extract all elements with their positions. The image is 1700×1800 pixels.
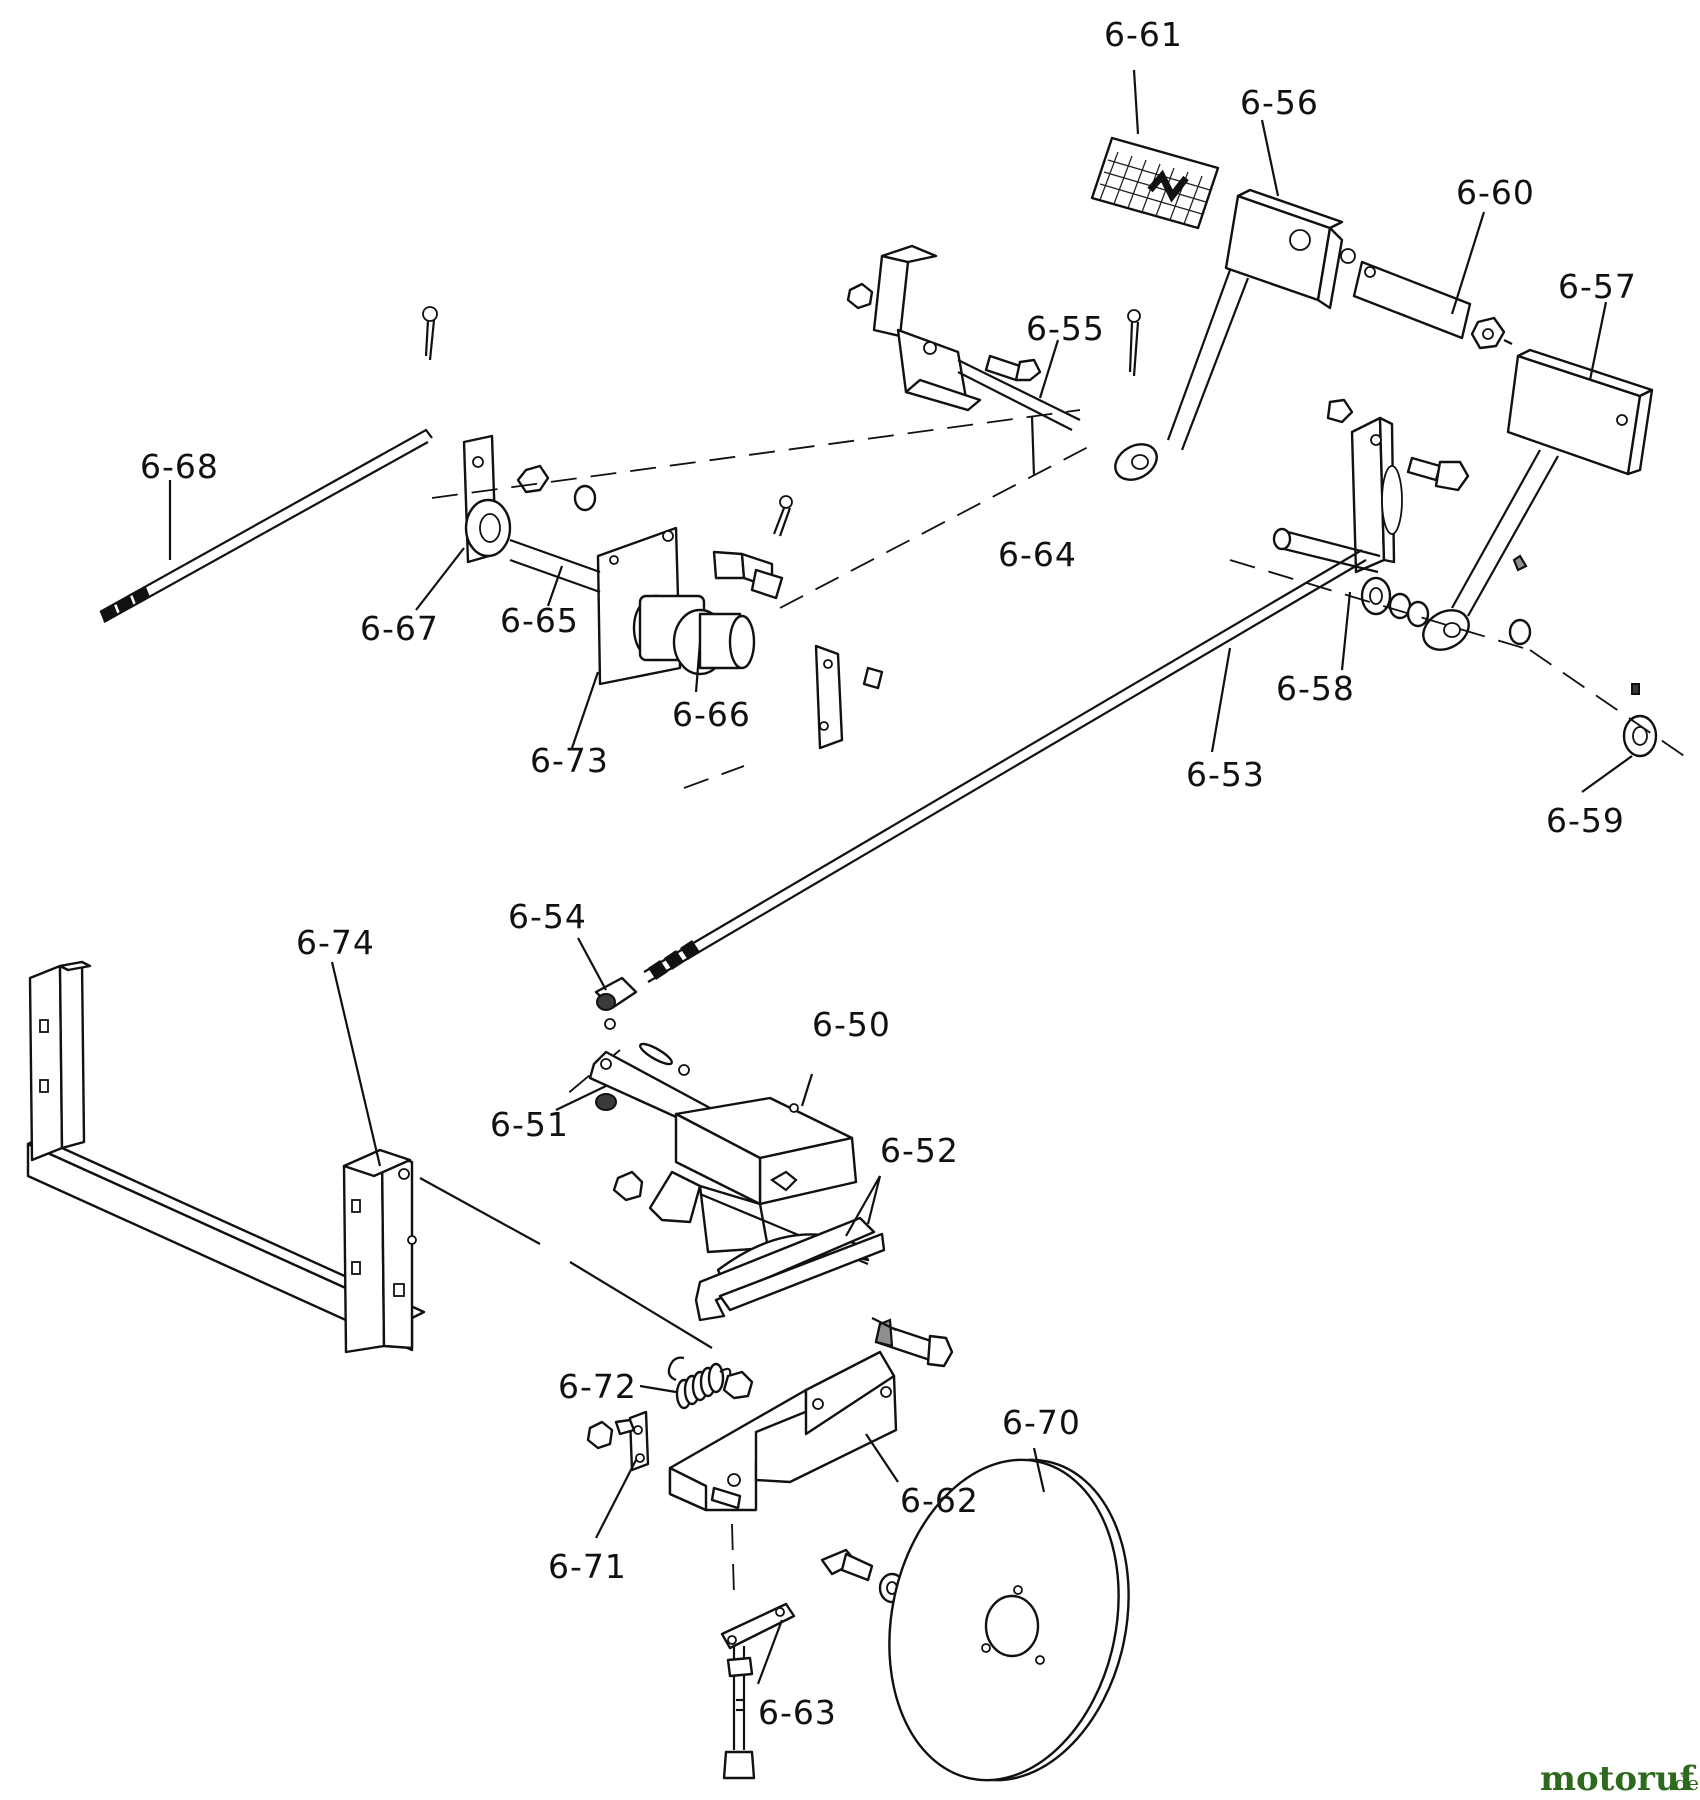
callout-label: 6-72 <box>558 1367 637 1406</box>
link-rod-part <box>1340 248 1513 350</box>
center-line <box>683 765 745 789</box>
callout-label: 6-53 <box>1186 755 1265 794</box>
callout-label: 6-61 <box>1104 15 1183 54</box>
watermark-suffix: .de <box>1668 1771 1699 1795</box>
pedal-pad-part <box>1090 136 1220 230</box>
connecting-line <box>419 1177 541 1245</box>
callout-label: 6-73 <box>530 741 609 780</box>
pedal-bracket-part <box>846 244 1081 431</box>
callout-label: 6-60 <box>1456 173 1535 212</box>
long-rod-part <box>643 549 1367 983</box>
callout-label: 6-58 <box>1276 669 1355 708</box>
small-plate-part <box>586 1410 650 1472</box>
callout-label: 6-59 <box>1546 801 1625 840</box>
callout-label: 6-70 <box>1002 1403 1081 1442</box>
watermark-brand: motoruf <box>1540 1759 1697 1799</box>
callout-label: 6-74 <box>296 923 375 962</box>
watermark-logo: motoruf .de <box>1540 1759 1699 1799</box>
callout-label: 6-68 <box>140 447 219 486</box>
center-line <box>431 409 1081 499</box>
brake-disc-part <box>888 1458 1130 1782</box>
callout-label: 6-50 <box>812 1005 891 1044</box>
callout-label: 6-65 <box>500 601 579 640</box>
spring-part <box>667 1356 754 1410</box>
brake-bracket-part <box>668 1350 898 1512</box>
callout-label: 6-54 <box>508 897 587 936</box>
cotter-pin-part <box>1127 309 1141 377</box>
clutch-pedal-part <box>1422 348 1654 651</box>
center-line <box>1229 559 1531 651</box>
callout-label: 6-52 <box>880 1131 959 1170</box>
center-line <box>731 1523 735 1597</box>
clevis-part <box>594 976 638 1030</box>
brake-shoe-part <box>694 1216 886 1322</box>
mounting-plate-part <box>462 434 784 686</box>
callout-label: 6-57 <box>1558 267 1637 306</box>
pivot-bracket-part <box>1272 398 1532 646</box>
brake-pedal-part <box>1114 188 1344 481</box>
callout-label: 6-56 <box>1240 83 1319 122</box>
callout-label: 6-62 <box>900 1481 979 1520</box>
callout-label: 6-66 <box>672 695 751 734</box>
guide-block-part <box>612 1096 869 1266</box>
control-rod-part <box>99 428 433 623</box>
callout-label: 6-51 <box>490 1105 569 1144</box>
link-bolt-part <box>720 1602 796 1780</box>
bolt-part <box>871 1317 954 1368</box>
callout-label: 6-71 <box>548 1547 627 1586</box>
callout-label: 6-67 <box>360 609 439 648</box>
callout-label: 6-55 <box>1026 309 1105 348</box>
collar-part <box>1622 683 1658 758</box>
frame-part <box>26 960 426 1354</box>
link-bar-part <box>814 644 884 750</box>
connecting-line <box>569 1261 713 1349</box>
cotter-pin-part <box>422 306 438 361</box>
callout-label: 6-63 <box>758 1693 837 1732</box>
cotter-pin-part <box>772 495 793 537</box>
leader-lines <box>168 69 1633 1685</box>
center-line <box>1529 649 1691 761</box>
lever-part <box>588 1042 714 1128</box>
callout-label: 6-64 <box>998 535 1077 574</box>
center-line <box>779 445 1091 609</box>
